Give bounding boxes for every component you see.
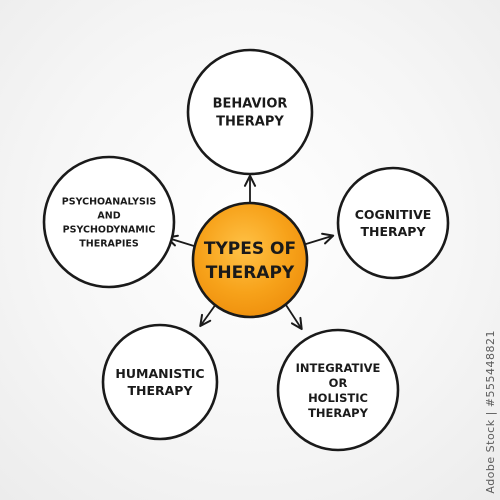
- node-cognitive-label-line-1: COGNITIVE: [355, 207, 432, 222]
- node-psychoanalysis: PSYCHOANALYSIS AND PSYCHODYNAMIC THERAPIES: [42, 155, 176, 289]
- node-behavior-label-line-2: THERAPY: [216, 115, 284, 130]
- node-psychoanalysis-label-line-2: AND: [97, 211, 120, 222]
- node-psychoanalysis-label-line-4: THERAPIES: [79, 239, 139, 250]
- center-label-line-1: TYPES OF: [204, 239, 296, 259]
- node-integrative-label-line-1: INTEGRATIVE: [296, 361, 381, 375]
- node-behavior-label-line-1: BEHAVIOR: [213, 97, 288, 112]
- node-cognitive: COGNITIVE THERAPY: [336, 166, 450, 280]
- node-behavior-circle: [186, 48, 314, 176]
- center-circle: [191, 201, 309, 319]
- connector-arrows: [165, 174, 335, 331]
- node-psychoanalysis-label-line-1: PSYCHOANALYSIS: [62, 197, 157, 208]
- node-psychoanalysis-circle: [42, 155, 176, 289]
- outer-nodes: BEHAVIORTHERAPYCOGNITIVETHERAPYINTEGRATI…: [42, 48, 450, 452]
- arrow-to-integrative: [285, 304, 303, 331]
- node-behavior: BEHAVIOR THERAPY: [186, 48, 314, 176]
- node-integrative-label-line-4: THERAPY: [308, 406, 369, 420]
- arrow-to-humanistic: [199, 303, 217, 328]
- node-humanistic: HUMANISTIC THERAPY: [101, 323, 219, 441]
- center-label-line-2: THERAPY: [206, 263, 295, 283]
- stock-id-watermark: Adobe Stock | #555448821: [484, 330, 497, 494]
- center-node: TYPES OF THERAPY: [191, 201, 309, 319]
- node-humanistic-label-line-2: THERAPY: [127, 383, 193, 398]
- node-cognitive-circle: [336, 166, 450, 280]
- node-integrative-label-line-3: HOLISTIC: [308, 391, 368, 405]
- node-integrative-circle: [276, 328, 400, 452]
- node-psychoanalysis-label-line-3: PSYCHODYNAMIC: [63, 225, 156, 236]
- node-cognitive-label-line-2: THERAPY: [360, 224, 426, 239]
- node-humanistic-label-line-1: HUMANISTIC: [115, 366, 204, 381]
- node-humanistic-circle: [101, 323, 219, 441]
- arrow-to-cognitive: [305, 232, 335, 245]
- node-integrative-label-line-2: OR: [329, 376, 348, 390]
